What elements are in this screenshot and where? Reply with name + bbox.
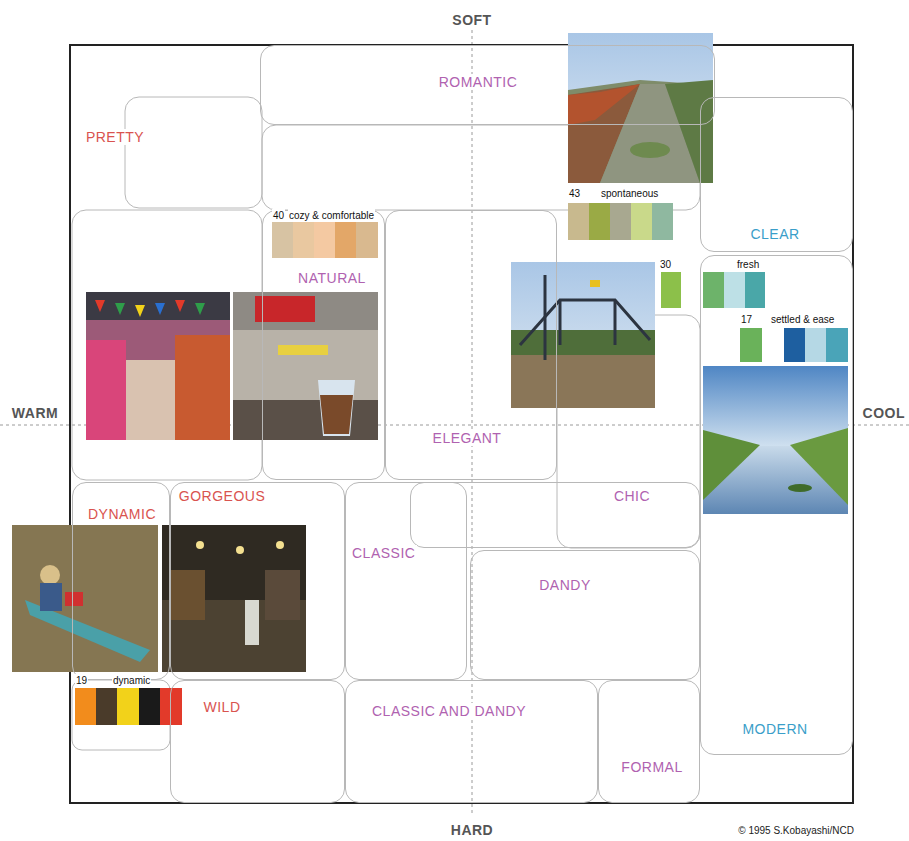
region-name: GORGEOUS [177, 488, 267, 504]
region-box: WILD [170, 680, 345, 803]
axis-lines [0, 30, 909, 815]
region-name: DANDY [537, 577, 593, 593]
region-box: CLEAR [700, 97, 853, 252]
region-name: CLASSIC AND DANDY [370, 703, 528, 719]
region-box: PRETTY [74, 112, 164, 152]
axis-label: WARM [11, 405, 59, 421]
region-box: CLASSIC [345, 482, 467, 680]
palette-number: 30 [659, 258, 672, 271]
palette-name: dynamic [112, 674, 151, 687]
empty-region-boxes [72, 97, 700, 750]
copyright-note: © 1995 S.Kobayashi/NCD [737, 824, 855, 837]
canal-sky-photo [703, 366, 848, 514]
region-box: DYNAMIC [72, 482, 170, 680]
axis-label: SOFT [451, 12, 492, 28]
market-photo [86, 292, 230, 440]
region-box: ROMANTIC [260, 45, 715, 125]
region-name: ELEGANT [431, 430, 504, 446]
region-box: NATURAL [262, 210, 385, 480]
palette-name: spontaneous [600, 187, 659, 200]
region-name: CLASSIC [350, 545, 417, 561]
axis-label: COOL [862, 405, 906, 421]
region-name: FORMAL [619, 759, 684, 775]
palette-number: 17 [740, 313, 753, 326]
scale-frame [70, 45, 853, 803]
region-name: ROMANTIC [437, 74, 520, 90]
palette-number: 19 [75, 674, 88, 687]
night-market-photo [162, 525, 306, 672]
region-box: FORMAL [598, 680, 700, 803]
palette-number: 43 [568, 187, 581, 200]
palette-name: cozy & comfortable [288, 209, 375, 222]
color-swatches [75, 203, 848, 725]
region-name: MODERN [740, 721, 809, 737]
region-name: NATURAL [296, 270, 368, 286]
region-box: CLASSIC AND DANDY [345, 680, 598, 803]
region-box: MODERN [700, 255, 853, 755]
cafe-photo [233, 292, 378, 440]
region-box: CHIC [410, 482, 700, 548]
palette-name: fresh [736, 258, 760, 271]
palette-number: 40 [272, 209, 285, 222]
region-name: CHIC [612, 488, 652, 504]
palette-name: settled & ease [770, 313, 835, 326]
bridge-canal-photo [511, 262, 655, 408]
boat-photo [12, 525, 158, 672]
region-box: DANDY [470, 550, 700, 680]
axis-label: HARD [450, 822, 494, 838]
region-name: DYNAMIC [86, 506, 158, 522]
region-box: ELEGANT [385, 210, 557, 480]
region-name: PRETTY [84, 129, 146, 145]
region-name: WILD [202, 699, 243, 715]
region-name: CLEAR [748, 226, 801, 242]
region-box: GORGEOUS [170, 482, 345, 680]
canal-village-photo [568, 33, 713, 183]
